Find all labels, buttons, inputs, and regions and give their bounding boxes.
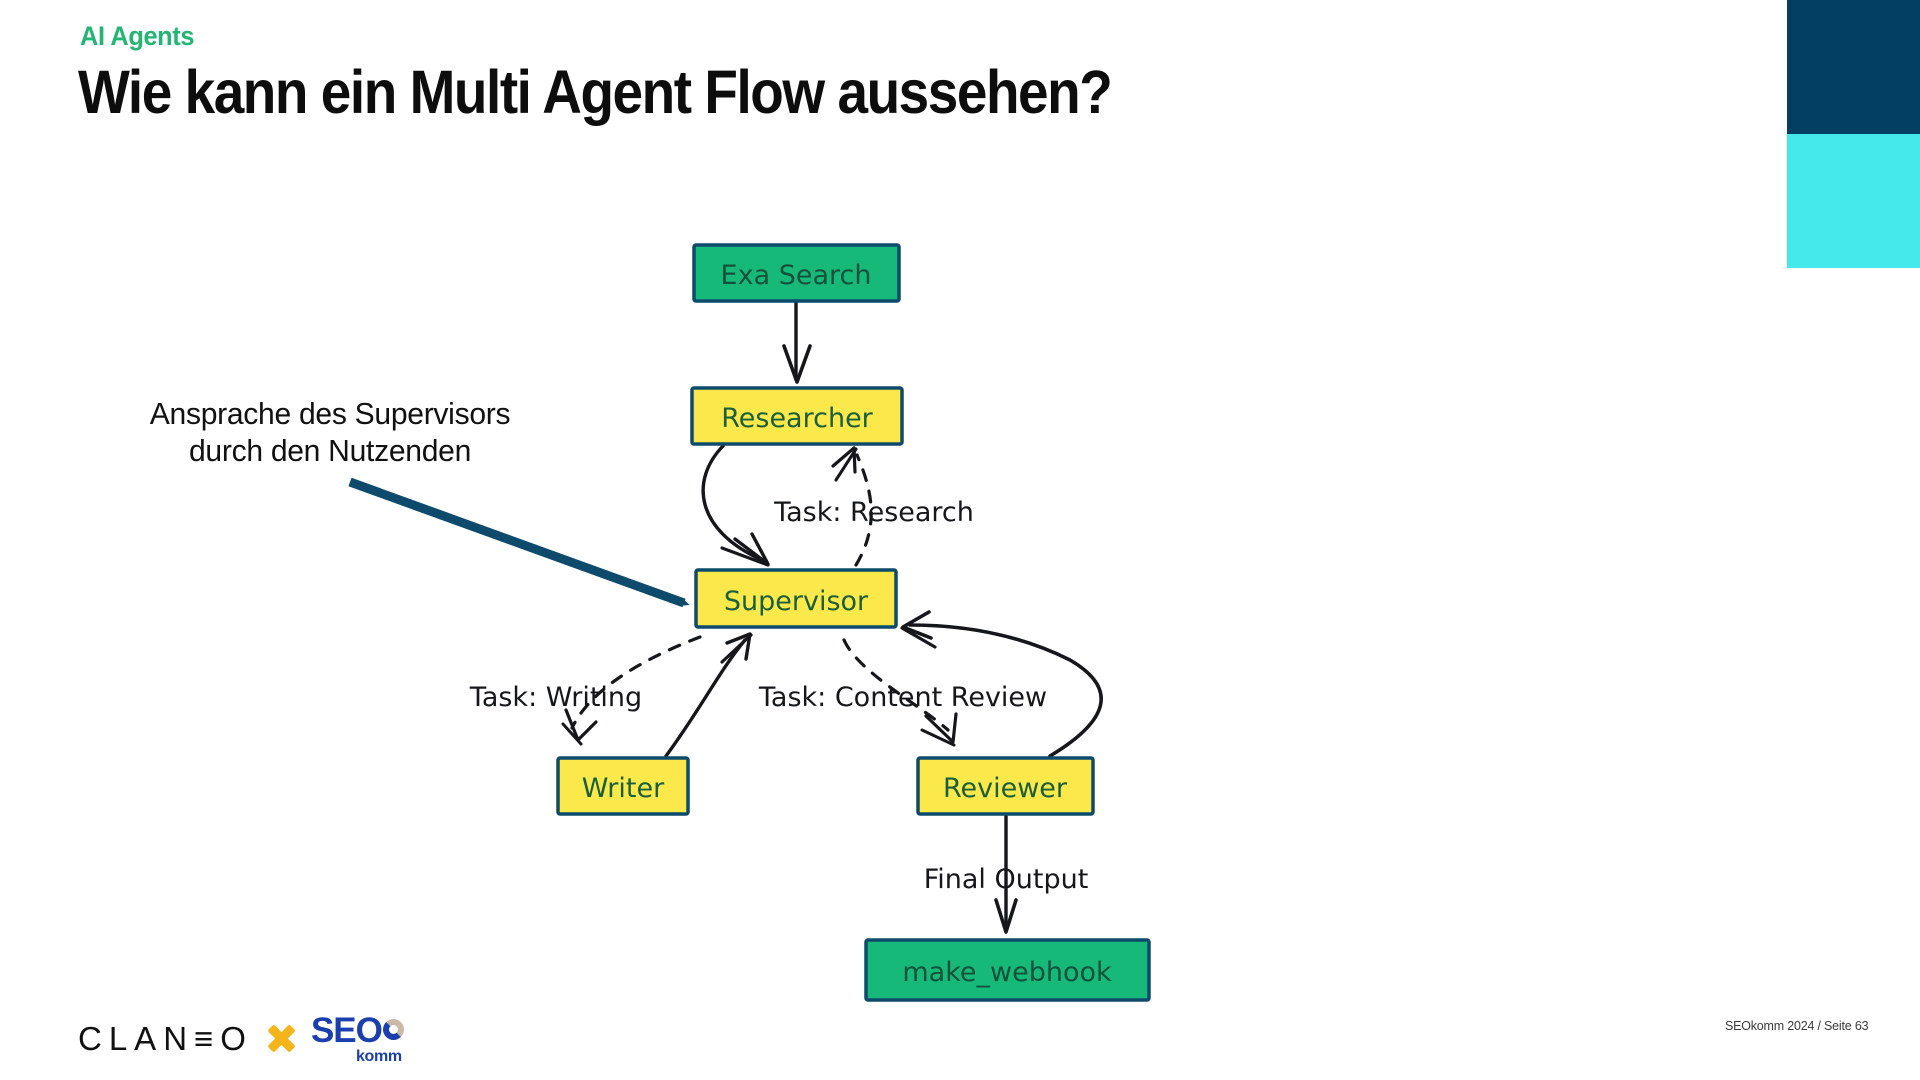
brand-logo-bar: CLAN≡O SEO komm — [78, 1013, 404, 1065]
decoration-block-cyan — [1787, 134, 1920, 268]
node-exa-search[interactable]: Exa Search — [692, 243, 901, 303]
claneo-logo: CLAN≡O — [78, 1020, 253, 1057]
edge-supervisor-to-writer — [561, 635, 702, 746]
edge-label-task-writing: Task: Writing — [469, 682, 642, 713]
node-label-researcher: Researcher — [721, 403, 873, 434]
node-reviewer[interactable]: Reviewer — [916, 756, 1095, 816]
seokomm-logo: SEO komm — [311, 1013, 404, 1065]
edge-reviewer-to-supervisor — [900, 610, 1103, 758]
edge-label-task-research: Task: Research — [773, 497, 974, 528]
annotation-arrow — [348, 477, 690, 608]
edge-label-final-output: Final Output — [924, 864, 1089, 895]
node-label-supervisor: Supervisor — [724, 586, 869, 617]
node-make-webhook[interactable]: make_webhook — [864, 938, 1151, 1002]
node-label-exa-search: Exa Search — [721, 260, 872, 291]
node-label-reviewer: Reviewer — [943, 773, 1068, 804]
annotation-text: Ansprache des Supervisors durch den Nutz… — [88, 396, 573, 469]
edge-writer-to-supervisor — [664, 632, 753, 758]
annotation-line-2: durch den Nutzenden — [188, 432, 472, 468]
footer-page-note: SEOkomm 2024 / Seite 63 — [1724, 1018, 1869, 1033]
edge-researcher-to-supervisor — [701, 444, 770, 567]
edge-supervisor-to-reviewer — [842, 638, 958, 747]
edge-reviewer-to-make-webhook — [994, 814, 1018, 934]
node-label-writer: Writer — [582, 773, 665, 804]
decoration-block-navy — [1787, 0, 1920, 134]
seokomm-wordmark: SEO — [311, 1013, 404, 1048]
annotation-line-1: Ansprache des Supervisors — [149, 396, 511, 431]
ring-icon — [382, 1018, 404, 1040]
x-icon — [267, 1024, 297, 1054]
node-writer[interactable]: Writer — [556, 756, 690, 816]
seokomm-komm-text: komm — [355, 1048, 402, 1065]
edge-exa-search-to-researcher — [782, 300, 812, 384]
page-title: Wie kann ein Multi Agent Flow aussehen? — [78, 58, 1113, 126]
edge-supervisor-to-researcher — [831, 446, 873, 567]
node-label-make-webhook: make_webhook — [902, 957, 1112, 988]
node-researcher[interactable]: Researcher — [690, 386, 904, 446]
edge-label-task-content-review: Task: Content Review — [758, 682, 1047, 713]
seokomm-seo-text: SEO — [310, 1011, 383, 1050]
slide-eyebrow: AI Agents — [80, 21, 195, 51]
node-supervisor[interactable]: Supervisor — [694, 568, 898, 629]
